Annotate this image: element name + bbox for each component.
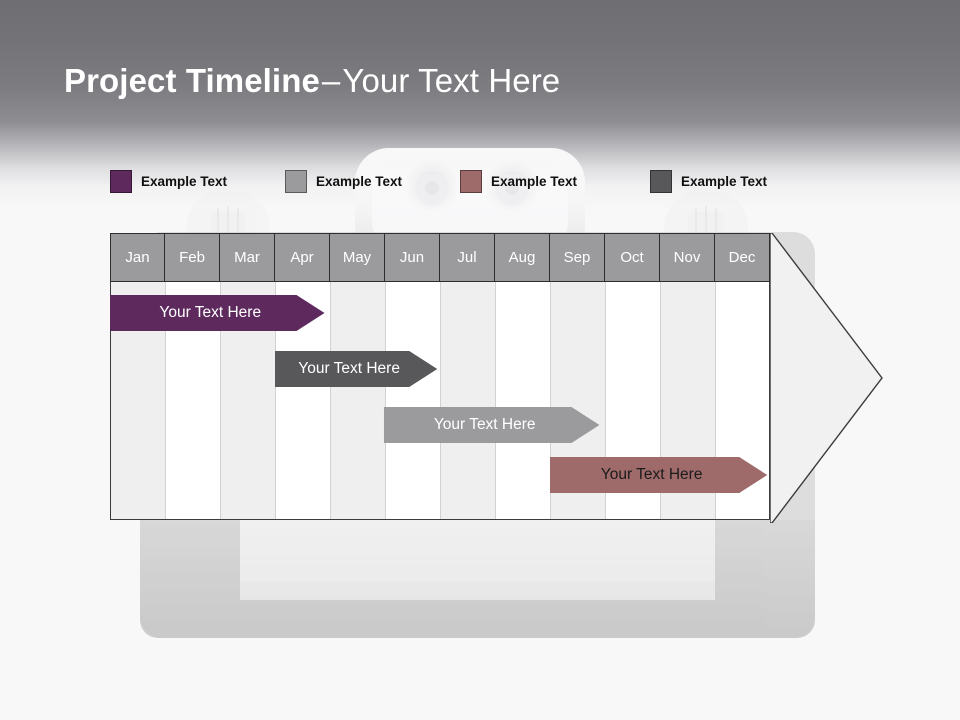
month-header-cell-jun[interactable]: Jun bbox=[385, 233, 440, 282]
legend-item-4[interactable]: Example Text bbox=[650, 168, 767, 194]
page-title: Project Timeline–Your Text Here bbox=[64, 60, 560, 102]
month-header-cell-may[interactable]: May bbox=[330, 233, 385, 282]
column-separator bbox=[165, 233, 166, 520]
legend-item-2[interactable]: Example Text bbox=[285, 168, 402, 194]
legend-item-label: Example Text bbox=[316, 173, 403, 189]
legend-item-3[interactable]: Example Text bbox=[460, 168, 577, 194]
column-separator bbox=[605, 233, 606, 520]
legend-swatch-dark-gray bbox=[650, 169, 672, 193]
month-header-top-line bbox=[110, 233, 770, 234]
legend: Example Text Example Text Example Text Exam… bbox=[110, 168, 810, 194]
month-header-cell-nov[interactable]: Nov bbox=[660, 233, 715, 282]
chart-border-left bbox=[110, 233, 111, 520]
month-header-cell-sep[interactable]: Sep bbox=[550, 233, 605, 282]
column-separator bbox=[715, 233, 716, 520]
month-header-cell-oct[interactable]: Oct bbox=[605, 233, 660, 282]
legend-swatch-purple bbox=[110, 169, 132, 193]
legend-swatch-mauve bbox=[460, 169, 482, 193]
chart-border-bottom bbox=[110, 519, 770, 520]
legend-item-label: Example Text bbox=[491, 173, 578, 189]
month-header-cell-dec[interactable]: Dec bbox=[715, 233, 770, 282]
month-header-cell-feb[interactable]: Feb bbox=[165, 233, 220, 282]
column-separator bbox=[660, 233, 661, 520]
month-header-cell-mar[interactable]: Mar bbox=[220, 233, 275, 282]
timeline-bar-2[interactable]: Your Text Here bbox=[275, 351, 437, 387]
legend-item-label: Example Text bbox=[681, 173, 768, 189]
month-header-cell-aug[interactable]: Aug bbox=[495, 233, 550, 282]
month-header-cell-jan[interactable]: Jan bbox=[110, 233, 165, 282]
timeline-bar-label: Your Text Here bbox=[159, 304, 262, 321]
column-separator bbox=[550, 233, 551, 520]
page-title-dash: – bbox=[321, 62, 341, 99]
device-body-watermark bbox=[140, 520, 815, 638]
column-separator bbox=[440, 233, 441, 520]
timeline-bar-label: Your Text Here bbox=[433, 416, 536, 433]
column-separator bbox=[220, 233, 221, 520]
page-title-bold: Project Timeline bbox=[64, 62, 320, 99]
chart-border-right bbox=[769, 233, 770, 520]
month-header-base-line bbox=[110, 281, 770, 282]
timeline-end-arrow-icon bbox=[770, 233, 883, 523]
timeline-bar-3[interactable]: Your Text Here bbox=[384, 407, 600, 443]
timeline-bar-4[interactable]: Your Text Here bbox=[550, 457, 767, 493]
column-separator bbox=[495, 233, 496, 520]
month-header-cell-jul[interactable]: Jul bbox=[440, 233, 495, 282]
timeline-bar-label: Your Text Here bbox=[600, 466, 703, 483]
legend-item-1[interactable]: Example Text bbox=[110, 168, 227, 194]
month-header-cell-apr[interactable]: Apr bbox=[275, 233, 330, 282]
device-screen-watermark bbox=[240, 520, 715, 600]
timeline-bar-1[interactable]: Your Text Here bbox=[110, 295, 325, 331]
page-title-light: Your Text Here bbox=[342, 62, 561, 99]
legend-swatch-light-gray bbox=[285, 169, 307, 193]
legend-item-label: Example Text bbox=[141, 173, 228, 189]
timeline-bar-label: Your Text Here bbox=[298, 360, 400, 377]
